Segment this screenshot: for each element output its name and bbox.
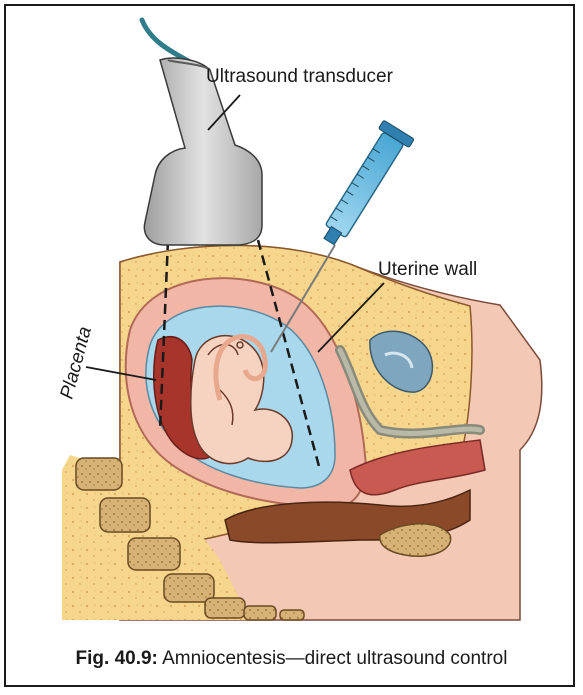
uterine-wall-label: Uterine wall (378, 259, 477, 280)
transducer-cable (142, 20, 190, 62)
transducer-label: Ultrasound transducer (206, 66, 394, 87)
caption-number: Fig. 40.9: (76, 648, 158, 669)
placenta-label: Placenta (57, 324, 96, 401)
caption-text: Amniocentesis—direct ultrasound control (162, 648, 507, 669)
figure-caption: Fig. 40.9: Amniocentesis—direct ultrasou… (0, 648, 583, 670)
